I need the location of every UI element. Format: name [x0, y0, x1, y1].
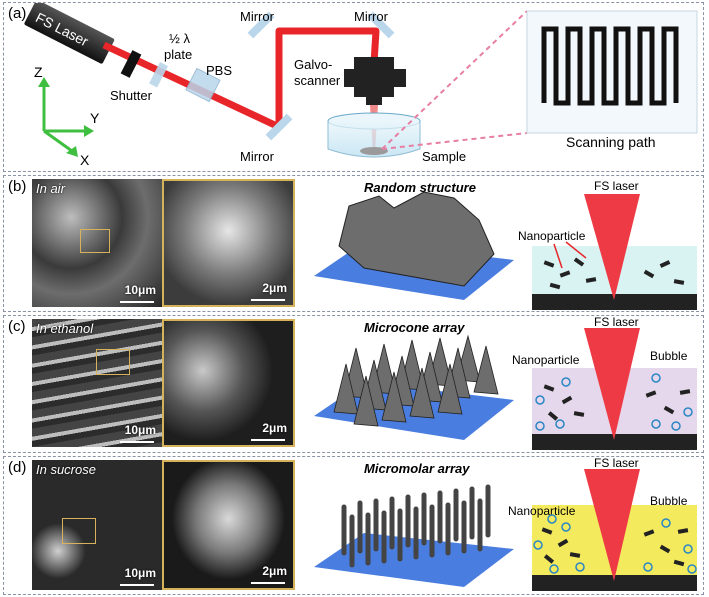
- axis-y: Y: [90, 110, 100, 126]
- scale-bar: [251, 299, 285, 301]
- galvo-label-1: Galvo-: [294, 57, 332, 72]
- panel-a: (a) FS Laser Shutter ½ λ plate PBS: [3, 2, 704, 172]
- scanning-path-label: Scanning path: [566, 134, 656, 150]
- panel-a-label: (a): [8, 5, 27, 22]
- microcone-array: [333, 334, 499, 427]
- mirror-top-right: [367, 11, 395, 39]
- schematic-b: Random structure FS laser Nanoparticle: [314, 179, 697, 310]
- laser-cone: [584, 328, 640, 440]
- sem-air-high: 2μm: [162, 179, 295, 307]
- shutter-label: Shutter: [110, 88, 153, 103]
- scale-label: 10μm: [124, 566, 156, 580]
- scale-label: 10μm: [124, 423, 156, 437]
- laser-cone: [584, 469, 640, 581]
- half-wave-plate: [149, 62, 169, 88]
- mirror-label-1: Mirror: [240, 9, 275, 24]
- laser-label: FS laser: [594, 316, 639, 329]
- setup-schematic: FS Laser Shutter ½ λ plate PBS Mirror Mi…: [24, 3, 698, 168]
- halfwave-label: ½ λ: [169, 31, 190, 46]
- axes: [38, 77, 94, 157]
- micromolar-array: [341, 484, 491, 568]
- scale-label: 2μm: [262, 564, 287, 578]
- galvo-label-2: scanner: [294, 73, 341, 88]
- shutter: [120, 50, 142, 78]
- panel-c-label: (c): [8, 318, 26, 335]
- scale-label: 2μm: [262, 421, 287, 435]
- nanoparticle-label: Nanoparticle: [512, 353, 580, 367]
- bubble-label: Bubble: [650, 494, 688, 508]
- scale-bar: [120, 301, 154, 303]
- panel-d-label: (d): [8, 459, 27, 476]
- bubble-label: Bubble: [650, 349, 688, 363]
- laser-cone: [584, 194, 640, 300]
- fs-laser: FS Laser: [24, 3, 115, 64]
- laser-label: FS laser: [594, 457, 639, 470]
- panel-b-label: (b): [8, 178, 27, 195]
- structure-label: Micromolar array: [364, 461, 470, 476]
- sem-ethanol-low: In ethanol 10μm: [32, 319, 162, 447]
- random-structure: [338, 191, 495, 287]
- plate-label: plate: [164, 47, 192, 62]
- nanoparticle-label: Nanoparticle: [518, 229, 586, 243]
- mirror-bottom: [265, 113, 293, 141]
- axis-z: Z: [34, 64, 43, 80]
- target-surface: [532, 294, 697, 310]
- sem-sucrose-low: In sucrose 10μm: [32, 460, 162, 590]
- sem-sucrose-high: 2μm: [162, 460, 295, 590]
- scale-label: 10μm: [124, 283, 156, 297]
- nanoparticle-label: Nanoparticle: [508, 504, 576, 518]
- panel-b: (b) In air 10μm 2μm Random structure FS …: [3, 175, 704, 312]
- axis-x: X: [80, 152, 90, 168]
- sample-dish: [327, 112, 421, 158]
- mirror-label-3: Mirror: [240, 149, 275, 164]
- bubbles: [535, 373, 693, 431]
- laser-beam: [102, 27, 380, 131]
- medium-label: In sucrose: [36, 462, 96, 477]
- panel-d: (d) In sucrose 10μm 2μm Micromolar array…: [3, 456, 704, 595]
- scale-bar: [251, 582, 285, 584]
- panel-c: (c) In ethanol 10μm 2μm Microcone array …: [3, 315, 704, 453]
- mirror-label-2: Mirror: [354, 9, 389, 24]
- scale-bar: [251, 439, 285, 441]
- nanoparticles: [541, 527, 689, 567]
- laser-label: FS laser: [594, 179, 639, 193]
- structure-label: Random structure: [364, 180, 476, 195]
- galvo-scanner: [344, 57, 406, 105]
- scanning-path: [541, 26, 679, 106]
- target-surface: [532, 434, 697, 450]
- nanoparticles: [543, 257, 685, 290]
- nanoparticles: [543, 384, 691, 421]
- sample-label: Sample: [422, 149, 466, 164]
- target-surface: [532, 575, 697, 591]
- pbs-cube: [185, 67, 221, 103]
- medium-label: In air: [36, 181, 65, 196]
- pbs-label: PBS: [206, 63, 232, 78]
- mirror-top-left: [247, 11, 275, 39]
- structure-label: Microcone array: [364, 320, 465, 335]
- scale-bar: [120, 584, 154, 586]
- scale-bar: [120, 441, 154, 443]
- bubbles: [533, 514, 697, 574]
- schematic-d: Micromolar array FS laser Nanoparticle B…: [314, 457, 697, 591]
- medium-label: In ethanol: [36, 321, 94, 336]
- sem-ethanol-high: 2μm: [162, 319, 295, 447]
- sem-air-low: In air 10μm: [32, 179, 162, 307]
- scale-label: 2μm: [262, 281, 287, 295]
- schematic-c: Microcone array FS laser Nanoparticle Bu…: [314, 316, 697, 450]
